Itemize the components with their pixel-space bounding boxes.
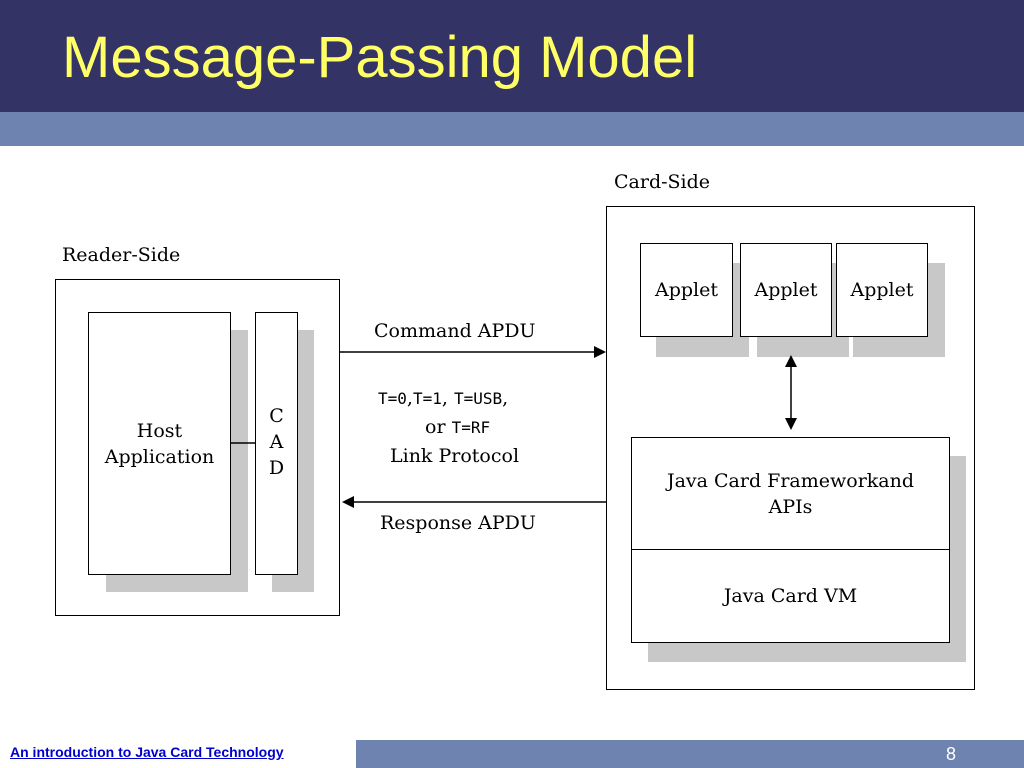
applet-3-label: Applet [850,279,914,301]
protocol-or: or [425,416,446,438]
card-side-label: Card-Side [614,171,711,193]
applet-3-box: Applet [836,243,928,337]
response-apdu-label: Response APDU [380,512,536,534]
applet-2-box: Applet [740,243,832,337]
header-band [0,112,1024,146]
applet-2-label: Applet [754,279,818,301]
cad-box: C A D [255,312,298,575]
framework-box: Java Card Frameworkand APIs [631,437,950,551]
link-protocol-label: Link Protocol [390,445,520,467]
protocol-t0: T=0 [378,389,407,408]
framework-line1: Java Card Frameworkand [666,470,915,492]
cad-letter-d: D [268,457,285,479]
command-apdu-arrowhead [594,346,606,358]
reader-side-label: Reader-Side [62,244,181,266]
host-application-line2: Application [104,445,215,468]
protocol-usb: T=USB [453,389,503,408]
java-card-vm-label: Java Card VM [723,585,858,607]
slide-header: Message-Passing Model [0,0,1024,112]
protocol-line1: T=0,T=1, T=USB, [378,387,509,409]
command-apdu-label: Command APDU [374,320,536,342]
slide-title: Message-Passing Model [62,25,698,90]
cad-letter-c: C [269,405,284,427]
java-card-vm-box: Java Card VM [631,549,950,643]
link-arrowhead-up [785,355,797,367]
protocol-t1: T=1 [412,389,442,408]
framework-line2: APIs [768,496,813,518]
footer-link[interactable]: An introduction to Java Card Technology [10,744,284,760]
response-apdu-arrowhead [342,496,354,508]
page-number: 8 [946,744,957,764]
protocol-line2: or T=RF [425,414,490,441]
host-application-box: Host Application [88,312,231,575]
host-application-line1: Host [136,419,183,442]
applet-1-label: Applet [654,279,718,301]
cad-letter-a: A [269,431,284,453]
link-arrowhead-down [785,418,797,430]
footer-bar [356,740,1024,768]
applet-1-box: Applet [640,243,733,337]
protocol-rf: T=RF [451,418,491,437]
